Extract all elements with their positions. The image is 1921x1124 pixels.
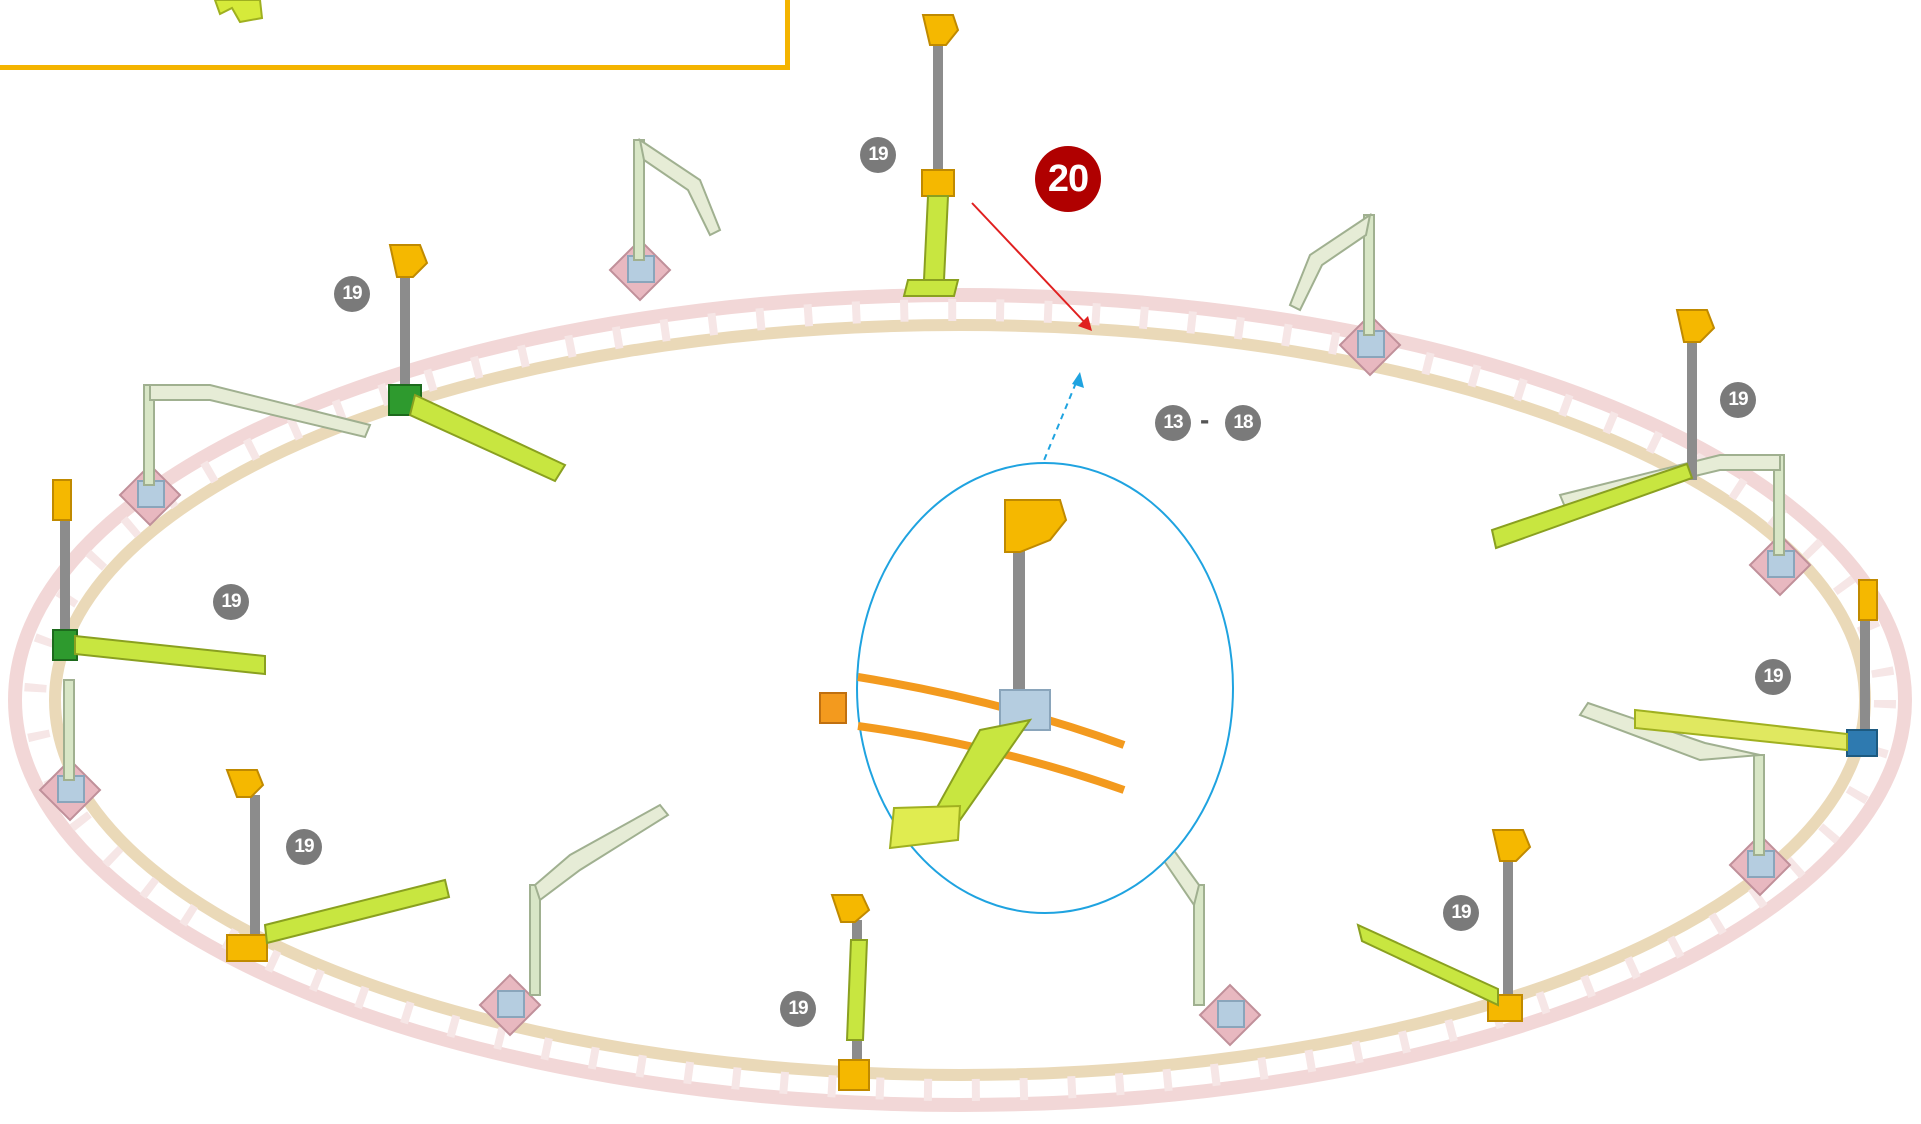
- detail-callout: [820, 463, 1233, 913]
- hub: [610, 140, 720, 300]
- pointer-arrow: [972, 203, 1092, 331]
- upright-connector: [904, 15, 958, 296]
- sub-step-badge: 19: [1720, 382, 1756, 418]
- hub: [120, 385, 370, 525]
- range-from-badge: 13: [1155, 405, 1191, 441]
- sub-step-badge: 19: [1755, 659, 1791, 695]
- sub-step-badge: 19: [286, 829, 322, 865]
- detail-dashed-arrow: [1040, 372, 1084, 470]
- parts-box-piece: [215, 0, 262, 22]
- upright-connector: [1358, 830, 1530, 1021]
- range-to-badge: 18: [1225, 405, 1261, 441]
- hub: [40, 680, 100, 820]
- upright-connector: [1492, 310, 1714, 548]
- sub-step-badge: 19: [1443, 895, 1479, 931]
- upright-connector: [832, 895, 869, 1090]
- sub-step-badge: 19: [780, 991, 816, 1027]
- sub-step-badge: 19: [213, 584, 249, 620]
- hub: [480, 805, 668, 1035]
- sub-step-badge: 19: [334, 276, 370, 312]
- range-separator: -: [1200, 404, 1209, 436]
- sub-step-badge: 19: [860, 137, 896, 173]
- step-number-badge: 20: [1035, 146, 1101, 212]
